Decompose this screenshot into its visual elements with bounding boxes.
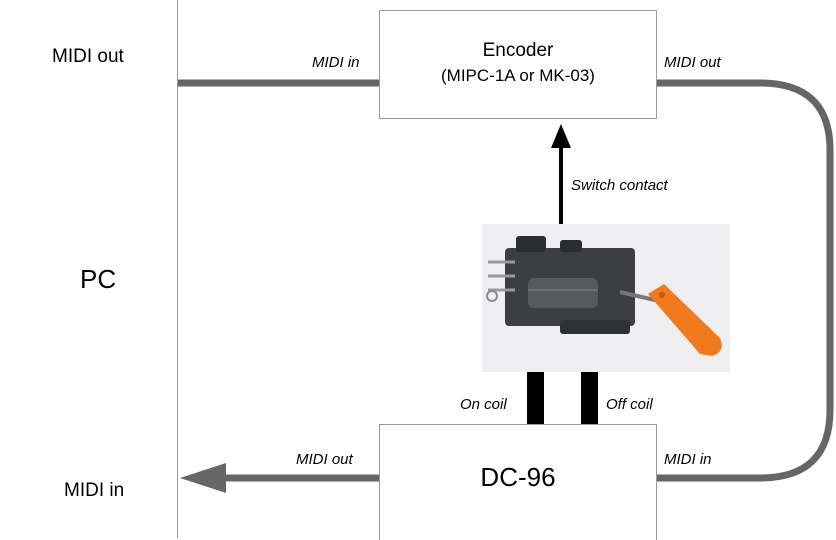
encoder-midi-in-label: MIDI in: [312, 54, 360, 71]
switch-contact-arrowhead: [551, 124, 571, 148]
off-coil-arrow-shaft: [581, 370, 598, 426]
dc96-midi-in-label: MIDI in: [664, 451, 712, 468]
dc96-box: [379, 424, 657, 540]
pc-box: [0, 0, 178, 538]
dc96-title: DC-96: [480, 462, 556, 492]
pc-title: PC: [80, 264, 117, 294]
encoder-box: [379, 10, 657, 119]
arrowhead-to-pc: [180, 463, 226, 493]
switch-contact-label: Switch contact: [571, 177, 668, 194]
pc-midi-in-label: MIDI in: [64, 480, 125, 501]
relay-switch-image: [482, 224, 730, 372]
cable-encoder-to-dc96: [656, 79, 834, 482]
dc96-midi-out-label: MIDI out: [296, 451, 353, 468]
on-coil-label: On coil: [460, 396, 507, 413]
encoder-subtitle: (MIPC-1A or MK-03): [441, 66, 595, 85]
on-coil-arrow-shaft: [527, 370, 544, 426]
encoder-midi-out-label: MIDI out: [664, 54, 721, 71]
encoder-title: Encoder: [482, 40, 554, 61]
pc-midi-out-label: MIDI out: [52, 46, 124, 67]
off-coil-label: Off coil: [606, 396, 653, 413]
